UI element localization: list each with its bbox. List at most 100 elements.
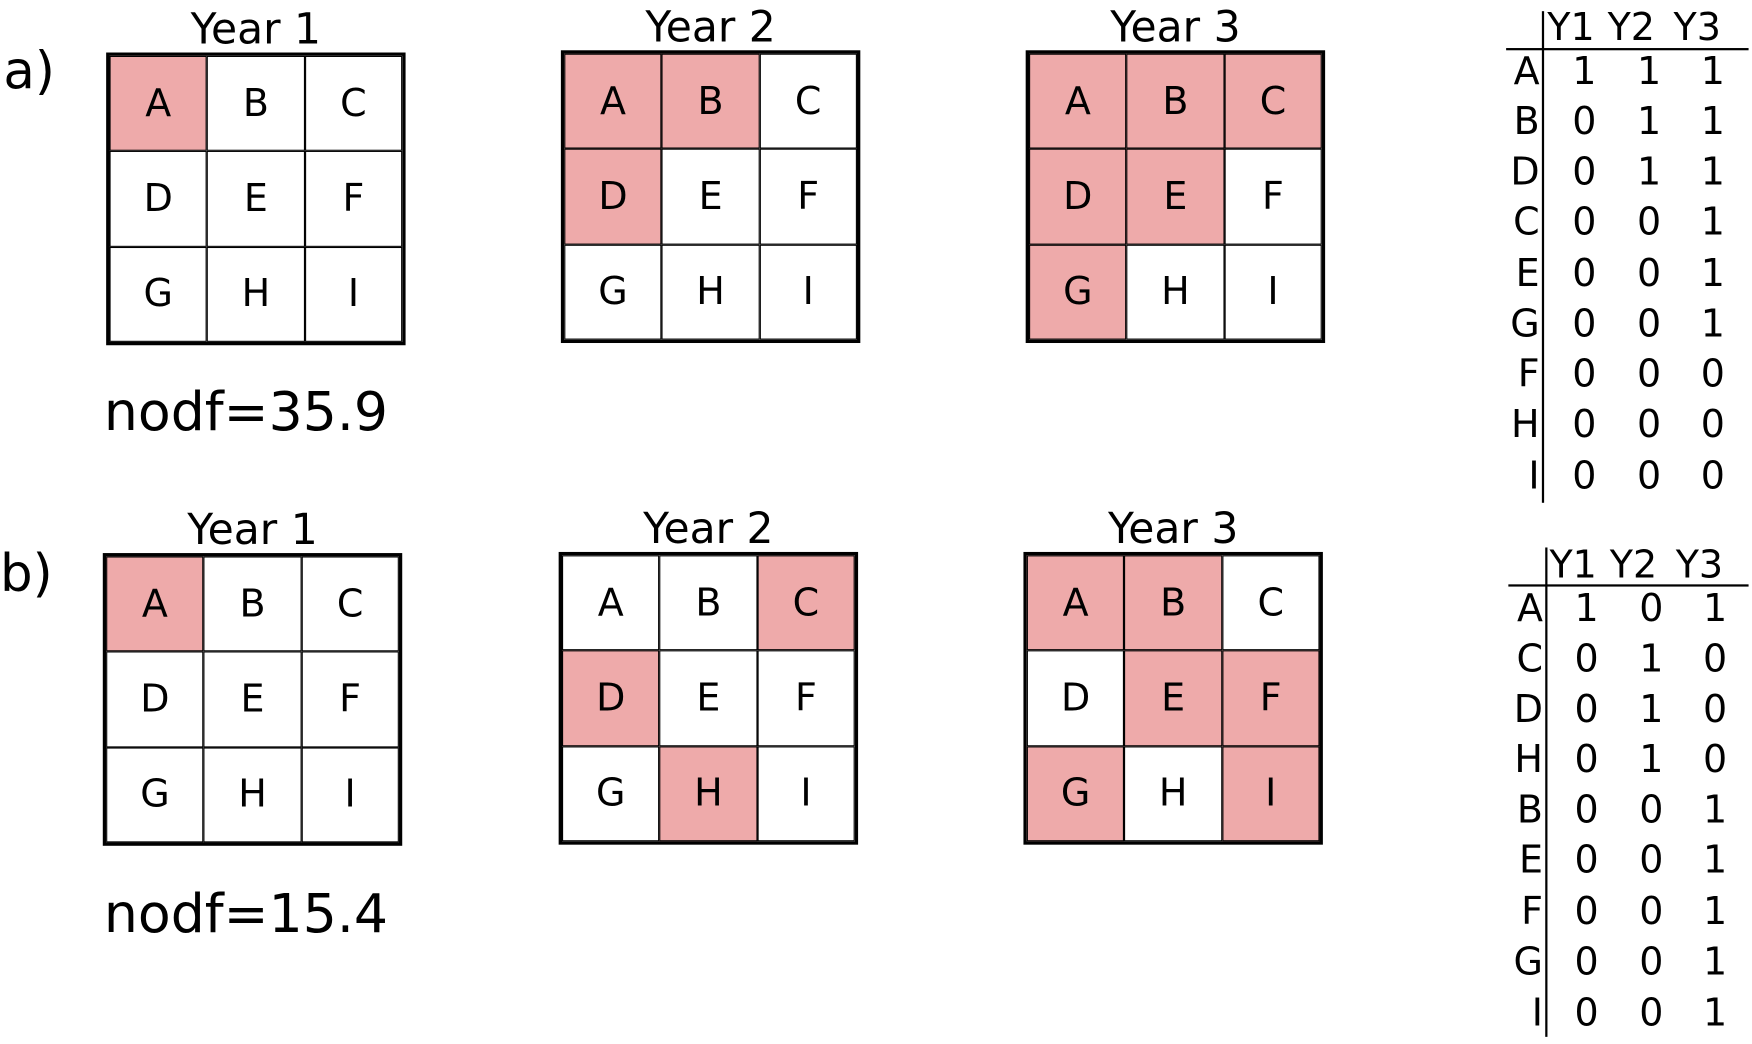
table-cell: 0 <box>1639 889 1664 935</box>
table-cell: 0 <box>1702 687 1728 732</box>
grid-cell-f: F <box>1224 148 1322 245</box>
grid-cell-h: H <box>1126 244 1225 340</box>
grid-cell-e: E <box>1124 650 1222 746</box>
panel-label-b: b) <box>0 543 53 604</box>
nodf-value-a: nodf=35.9 <box>103 380 388 444</box>
grid-cell-c: C <box>1224 53 1322 149</box>
table-cell: 0 <box>1572 149 1597 195</box>
grid-cell-i: I <box>304 246 403 342</box>
table-row-label: H <box>1514 737 1543 783</box>
grid-cell-d: D <box>106 651 204 748</box>
table-row-label: B <box>1516 787 1543 833</box>
grid-cell-c: C <box>759 53 857 149</box>
table-vertical-rule <box>1541 11 1545 503</box>
grid-cell-e: E <box>659 650 758 746</box>
table-header: Y1 <box>1549 543 1597 588</box>
grid-title: Year 2 <box>643 503 774 554</box>
grid-cell-h: H <box>207 246 305 342</box>
grid-cell-e: E <box>207 151 305 247</box>
table-cell: 0 <box>1639 939 1664 985</box>
table-cell: 1 <box>1572 49 1597 94</box>
table-cell: 0 <box>1637 251 1662 297</box>
table-cell: 1 <box>1639 636 1664 682</box>
grid-cell-a: A <box>1026 555 1125 651</box>
grid-cell-g: G <box>109 246 208 342</box>
grid-title: Year 1 <box>187 505 318 555</box>
grid-cell-d: D <box>1029 148 1127 245</box>
grid-cell-a: A <box>109 55 208 152</box>
grid-cell-d: D <box>564 148 662 245</box>
grid-title: Year 3 <box>1110 2 1241 52</box>
table-vertical-rule <box>1545 547 1548 1037</box>
table-cell: 1 <box>1702 991 1728 1036</box>
grid-cell-h: H <box>1124 745 1222 842</box>
table-row-label: H <box>1511 402 1540 447</box>
grid-cell-a: A <box>564 53 662 149</box>
grid-cell-b: B <box>1124 555 1222 651</box>
table-header: Y2 <box>1607 5 1655 51</box>
grid-cell-h: H <box>659 745 758 842</box>
table-cell: 0 <box>1637 402 1662 447</box>
table-cell: 0 <box>1637 453 1662 499</box>
grid-cell-b: B <box>203 556 302 652</box>
grid-cell-i: I <box>759 244 857 340</box>
grid-cell-c: C <box>757 555 855 651</box>
table-cell: 0 <box>1637 351 1662 397</box>
table-cell: 1 <box>1574 586 1599 632</box>
grid-cell-b: B <box>659 555 758 651</box>
table-cell: 1 <box>1702 586 1728 632</box>
table-row-label: F <box>1517 351 1540 397</box>
table-cell: 0 <box>1574 837 1599 883</box>
table-cell: 1 <box>1702 787 1728 833</box>
table-row-label: C <box>1513 199 1540 245</box>
grid-cell-i: I <box>301 747 399 843</box>
grid-cell-f: F <box>304 151 403 247</box>
table-cell: 0 <box>1639 787 1664 833</box>
table-row-label: F <box>1521 889 1543 935</box>
table-cell: 0 <box>1574 787 1599 833</box>
table-row-label: I <box>1528 453 1540 499</box>
table-cell: 0 <box>1572 402 1597 447</box>
table-cell: 0 <box>1574 636 1599 682</box>
nodf-value-b: nodf=15.4 <box>103 882 388 946</box>
table-cell: 0 <box>1700 402 1725 447</box>
table-cell: 1 <box>1702 889 1728 935</box>
grid-cell-i: I <box>1224 244 1322 340</box>
table-row-label: G <box>1510 301 1540 347</box>
table-cell: 1 <box>1700 251 1725 297</box>
grid-cell-h: H <box>661 244 760 340</box>
grid-title: Year 3 <box>1107 503 1239 554</box>
table-header: Y1 <box>1547 5 1595 51</box>
table-cell: 1 <box>1700 301 1725 347</box>
table-cell: 0 <box>1700 453 1725 499</box>
table-cell: 1 <box>1700 99 1725 145</box>
table-cell: 0 <box>1572 199 1597 245</box>
table-row-label: E <box>1518 837 1543 883</box>
grid-cell-c: C <box>304 55 403 152</box>
grid-cell-f: F <box>759 148 857 245</box>
table-cell: 0 <box>1572 99 1597 145</box>
table-cell: 0 <box>1702 636 1728 682</box>
table-cell: 0 <box>1574 939 1599 985</box>
table-cell: 0 <box>1574 737 1599 783</box>
table-cell: 0 <box>1572 453 1597 499</box>
table-header: Y3 <box>1673 5 1721 51</box>
grid-cell-d: D <box>562 650 660 746</box>
grid-cell-c: C <box>301 556 399 652</box>
table-header: Y3 <box>1675 543 1724 588</box>
grid-cell-b: B <box>661 53 760 149</box>
panel-label-a: a) <box>3 40 55 101</box>
grid-cell-a: A <box>106 556 204 652</box>
table-row-label: I <box>1531 991 1543 1036</box>
table-row-label: A <box>1516 586 1543 632</box>
grid-title: Year 2 <box>645 2 776 52</box>
table-cell: 0 <box>1572 251 1597 297</box>
table-header: Y2 <box>1609 543 1658 588</box>
